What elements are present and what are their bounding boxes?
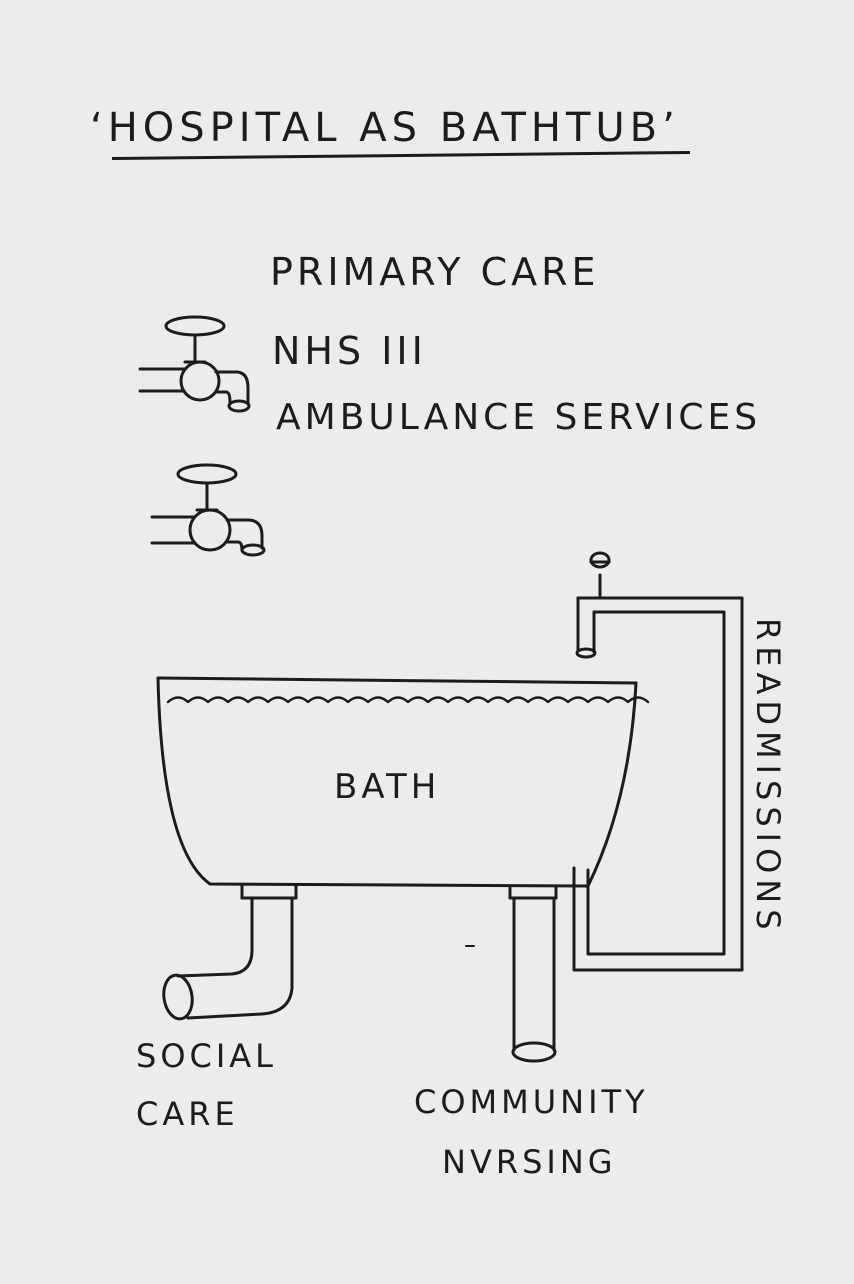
inflow-label-primary-care: PRIMARY CARE: [270, 250, 600, 294]
drain-pipe-community-nursing: [508, 884, 558, 1063]
diagram-title: ‘HOSPITAL AS BATHTUB’: [90, 105, 680, 151]
inflow-label-ambulance: AMBULANCE SERVICES: [276, 397, 762, 438]
outflow-label-social-line2: CARE: [136, 1095, 239, 1133]
drain-pipe-social-care: [162, 884, 298, 1021]
tap-icon-upper: [138, 315, 251, 413]
loop-label-readmissions: READMISSIONS: [749, 618, 787, 936]
tap-icon-lower: [150, 463, 266, 557]
inflow-label-nhs-111: NHS III: [272, 329, 427, 373]
bath-label: BATH: [334, 767, 441, 807]
readmissions-loop-pipe: [572, 551, 744, 972]
outflow-label-social-line1: SOCIAL: [136, 1037, 277, 1075]
bathtub: [156, 676, 650, 888]
outflow-label-community-line1: COMMUNITY: [414, 1083, 649, 1121]
outflow-label-community-line2: NVRSING: [442, 1143, 617, 1181]
